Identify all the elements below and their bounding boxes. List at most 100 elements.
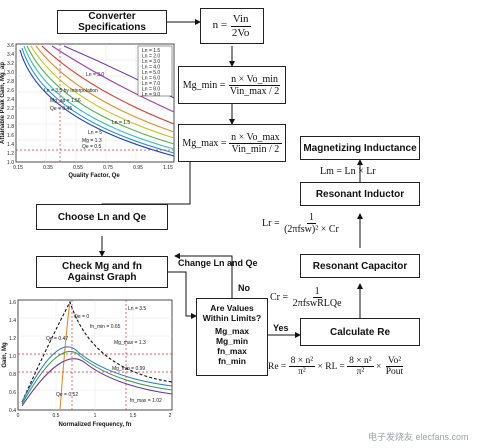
x-tick: 0.35 xyxy=(43,165,53,171)
y-tick: 3.6 xyxy=(7,43,14,49)
resonant-inductor-box: Resonant Inductor xyxy=(300,182,420,206)
x-tick: 0 xyxy=(17,413,20,419)
re-times: × xyxy=(376,362,382,373)
mgmin-lhs: Mg_min = xyxy=(182,79,226,91)
mgmax-lhs: Mg_max = xyxy=(182,137,227,149)
legend-entry: Ln = 1.5 xyxy=(142,48,160,54)
y-tick: 3.4 xyxy=(7,52,14,58)
bottom-annotation: Mg_min = 0.99 xyxy=(112,366,145,372)
y-tick: 3.0 xyxy=(7,70,14,76)
bottom-x-axis-label: Normalized Frequency, fn xyxy=(59,422,132,428)
gain-curve-qe-0.52 xyxy=(21,358,173,407)
y-tick: 1.0 xyxy=(7,160,14,166)
bottom-annotation: Qe = 0.52 xyxy=(56,392,78,398)
calculate-re-box: Calculate Re xyxy=(300,318,420,346)
top-annotation: Mg_ap = 1.56 xyxy=(50,98,81,104)
y-tick: 2.0 xyxy=(7,115,14,121)
gain-curve-qe-0.47 xyxy=(21,346,173,403)
gain-curve-dashed xyxy=(21,300,173,403)
mgmin-denominator: Vin_max / 2 xyxy=(229,85,280,97)
decision-box: Are Values Within Limits? Mg_max Mg_min … xyxy=(196,298,268,376)
legend-entry: Ln = 5.0 xyxy=(142,70,160,76)
lr-numerator: 1 xyxy=(306,212,316,224)
curve-ln-2 xyxy=(51,45,175,113)
bottom-annotation: Mg_max = 1.3 xyxy=(114,340,146,346)
top-annotation: Ln = 3.5 by Interpolation xyxy=(44,88,98,94)
legend-entry: Ln = 4.0 xyxy=(142,65,160,71)
curve-ln-8 xyxy=(21,47,175,154)
n-denominator: 2Vo xyxy=(231,26,250,39)
mgmin-numerator: n × Vo_min xyxy=(229,73,281,86)
legend-entry: Ln = 3.0 xyxy=(142,59,160,65)
top-y-axis-label: Attainable Peak Gain, Mg_ap xyxy=(0,62,6,144)
gain-curve-mid xyxy=(21,350,173,405)
decision-item: Mg_max xyxy=(214,326,249,336)
re-frac1-num: 8 × n² xyxy=(288,356,316,368)
bottom-y-axis-label: Gain, Mg xyxy=(2,342,8,368)
top-annotation: Qe = 0.45 xyxy=(50,106,72,112)
check-graph-line1: Check Mg and fn xyxy=(61,261,142,272)
x-tick: 0.75 xyxy=(103,165,113,171)
x-tick: 0.95 xyxy=(133,165,143,171)
y-tick: 0.4 xyxy=(9,408,16,414)
choose-ln-qe-box: Choose Ln and Qe xyxy=(36,204,168,230)
decision-item: fn_min xyxy=(218,356,246,366)
y-tick: 1.2 xyxy=(7,151,14,157)
magnetizing-inductance-box: Magnetizing Inductance xyxy=(300,136,420,160)
cr-lhs: Cr = xyxy=(270,291,289,303)
y-tick: 1.8 xyxy=(7,124,14,130)
resonant-capacitor-box: Resonant Capacitor xyxy=(300,254,420,278)
legend-entry: Ln = 6.0 xyxy=(142,76,160,82)
re-frac2-num: 8 × n² xyxy=(347,356,374,368)
lr-denominator: (2πfsw)² × Cr xyxy=(284,224,339,235)
n-lhs: n = xyxy=(212,19,228,32)
curve-ln-5 xyxy=(30,45,175,139)
peak-gain-legend xyxy=(137,45,173,97)
y-tick: 2.2 xyxy=(7,106,14,112)
mgmax-denominator: Vin_min / 2 xyxy=(231,143,280,155)
y-tick: 2.8 xyxy=(7,79,14,85)
lm-equation: Lm = Ln × Lr xyxy=(320,166,376,177)
top-annotation: Qe = 0.5 xyxy=(82,144,102,150)
top-x-axis-label: Quality Factor, Qe xyxy=(68,173,120,179)
y-tick: 1.0 xyxy=(9,354,16,360)
n-numerator: Vin xyxy=(230,13,251,27)
change-ln-qe-label: Change Ln and Qe xyxy=(178,258,258,268)
mgmax-numerator: n × Vo_max xyxy=(229,131,282,144)
curve-ln-4 xyxy=(35,45,175,133)
x-tick: 1 xyxy=(94,413,97,419)
re-frac2-den: π² xyxy=(356,367,365,378)
bottom-annotation: Qe = 0.47 xyxy=(46,336,68,342)
y-tick: 1.2 xyxy=(9,336,16,342)
top-annotation: Ln = 5 xyxy=(88,130,102,136)
x-tick: 0.55 xyxy=(73,165,83,171)
re-frac3-den: Pout xyxy=(385,367,404,378)
bottom-annotation: Qe = 0 xyxy=(74,314,89,320)
watermark: 电子发烧友 elecfans.com xyxy=(368,432,469,442)
y-tick: 1.4 xyxy=(9,318,16,324)
check-graph-line2: Against Graph xyxy=(67,272,137,283)
y-tick: 0.6 xyxy=(9,390,16,396)
y-tick: 1.4 xyxy=(7,142,14,148)
curve-ln-3 xyxy=(41,45,175,125)
y-tick: 1.6 xyxy=(9,300,16,306)
check-graph-box: Check Mg and fn Against Graph xyxy=(36,256,168,288)
decision-title: Are Values Within Limits? xyxy=(202,303,262,323)
top-annotation: Ln = 1.5 xyxy=(112,120,130,126)
y-tick: 2.4 xyxy=(7,97,14,103)
re-lhs: Re = xyxy=(268,362,287,373)
legend-entry: Ln = 9.0 xyxy=(142,92,160,98)
gain-curve-qe-0 xyxy=(59,301,71,411)
bottom-annotation: fn_min = 0.65 xyxy=(90,324,121,330)
lr-lhs: Lr = xyxy=(262,217,280,229)
legend-entry: Ln = 8.0 xyxy=(142,87,160,93)
top-annotation: Ln = 3.0 xyxy=(86,72,104,78)
curve-ln-7 xyxy=(23,45,175,150)
cr-denominator: 2πfswRLQe xyxy=(292,298,342,309)
y-tick: 1.6 xyxy=(7,133,14,139)
x-tick: 1.15 xyxy=(163,165,173,171)
re-frac3-num: Vo² xyxy=(385,356,404,368)
x-tick: 0.5 xyxy=(53,413,60,419)
